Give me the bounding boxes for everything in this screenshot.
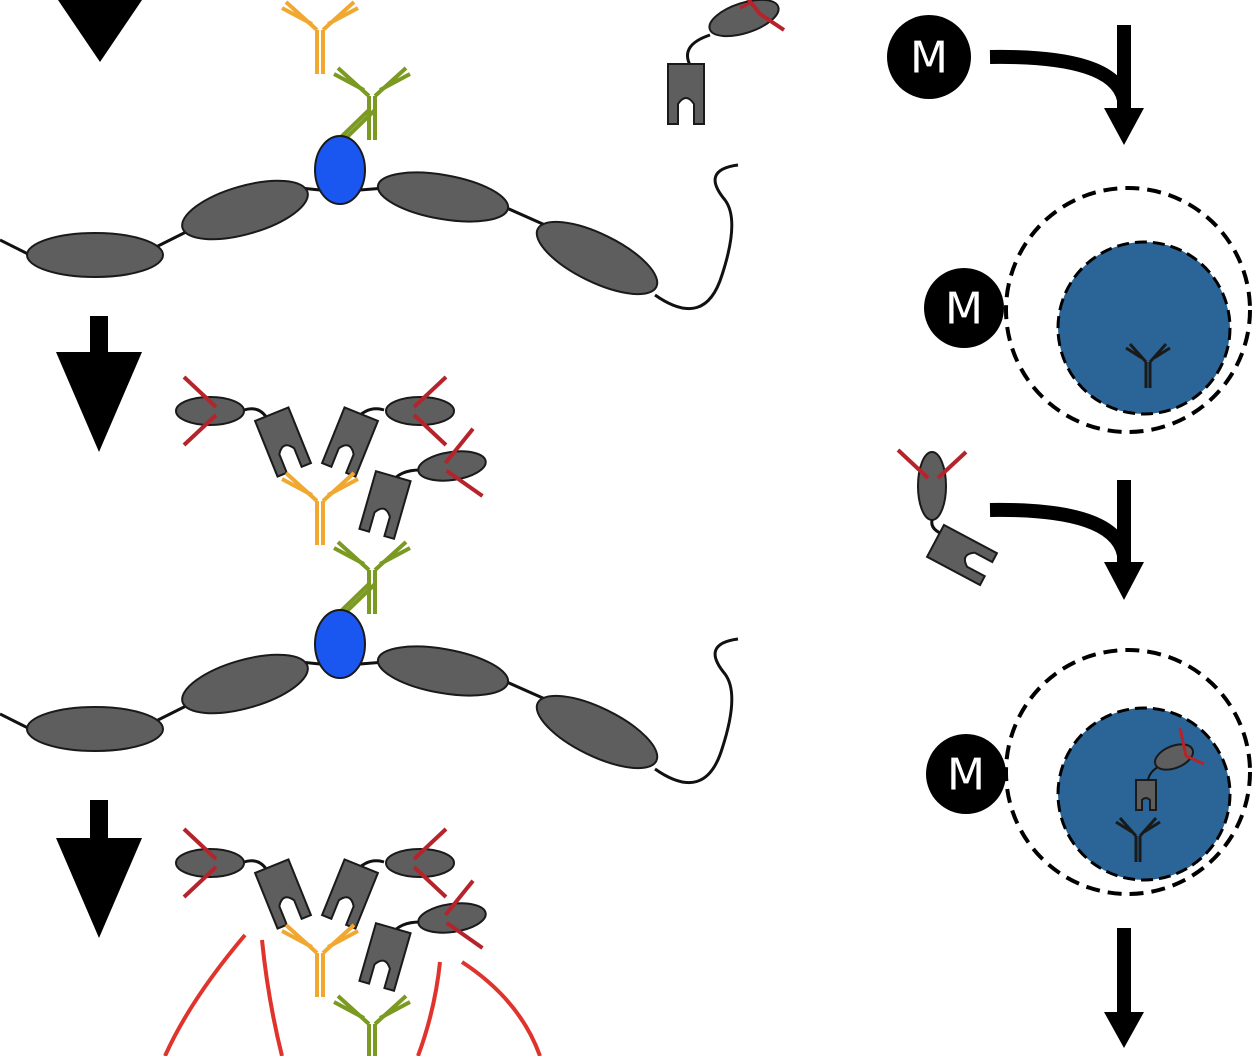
svg-text:M: M: [910, 33, 948, 84]
m-marker: M: [924, 268, 1004, 348]
primary-antibody: [332, 994, 412, 1056]
svg-text:M: M: [945, 284, 983, 335]
secondary-antibody: [280, 0, 360, 76]
probe-complex: [176, 377, 490, 545]
probe-unbound: [896, 448, 998, 586]
down-arrow-icon: [56, 316, 142, 452]
svg-text:M: M: [947, 750, 985, 801]
m-marker: M: [926, 734, 1006, 814]
membrane-protein-chain: [0, 134, 740, 311]
primary-antibody: [332, 66, 412, 142]
down-arrow-icon: [1104, 928, 1144, 1048]
down-arrow-icon: [56, 800, 142, 938]
membrane-protein-chain: [0, 608, 740, 785]
curved-arrow-icon: [989, 480, 1144, 600]
cell: [1004, 186, 1252, 434]
m-marker: M: [887, 15, 971, 99]
probe-complex: [176, 829, 490, 997]
down-arrow-icon: [58, 0, 142, 62]
curved-arrow-icon: [989, 25, 1144, 145]
probe-unbound: [667, 0, 786, 125]
cell: [1004, 648, 1252, 896]
primary-antibody: [332, 540, 412, 616]
field-lines: [163, 933, 542, 1056]
